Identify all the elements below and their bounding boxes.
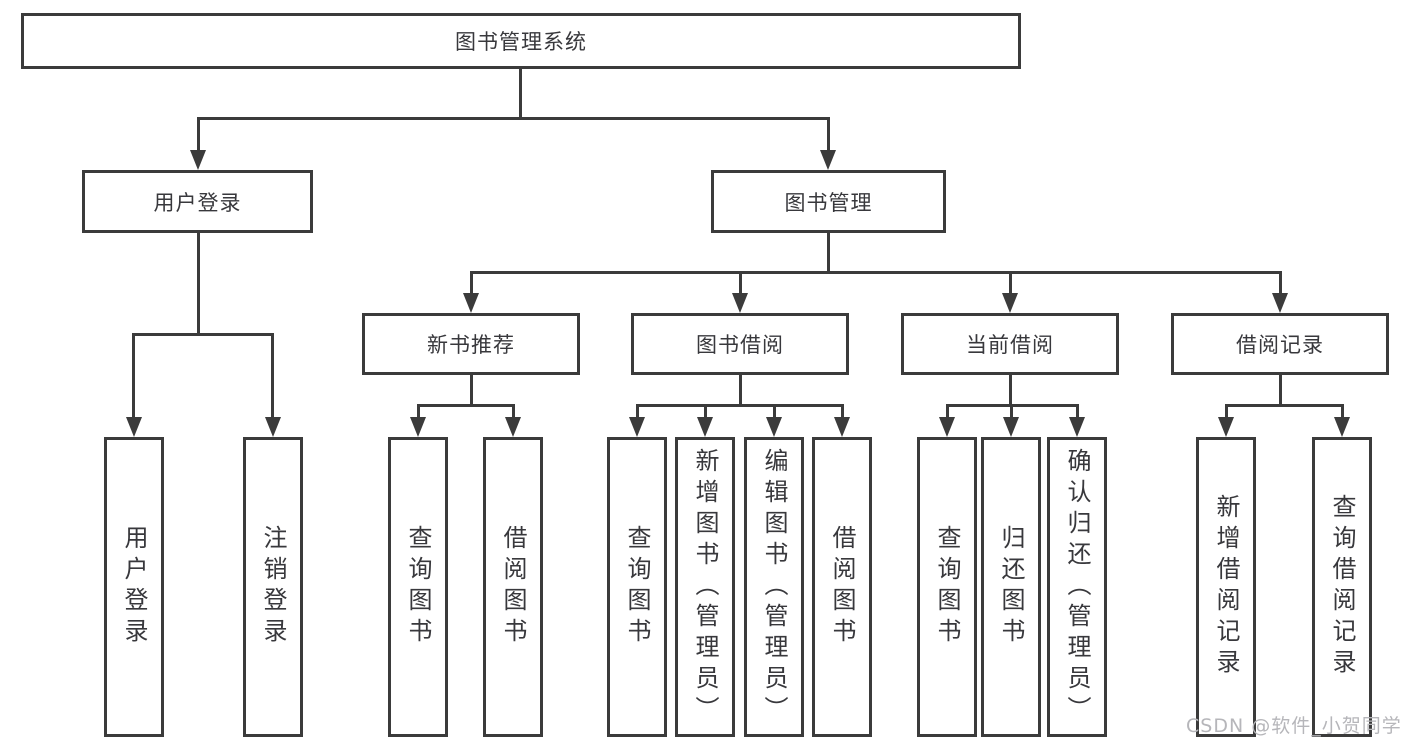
leaf-borrow-add-books-admin-label: 新增图书（管理员） (691, 447, 719, 727)
leaf-borrow-query-books-label: 查询图书 (623, 525, 651, 649)
leaf-borrow-edit-books-admin-label: 编辑图书（管理员） (760, 447, 788, 727)
node-new-book-recommend-label: 新书推荐 (427, 333, 515, 357)
arrowhead-to-cb-query (939, 417, 955, 437)
leaf-record-query-borrow-record-label: 查询借阅记录 (1328, 494, 1356, 680)
arrowhead-to-bb-edit (766, 417, 782, 437)
connector-record-drop-1 (1225, 404, 1228, 419)
leaf-record-add-borrow-record-label: 新增借阅记录 (1212, 494, 1240, 680)
arrowhead-to-cb-return (1003, 417, 1019, 437)
leaf-borrow-edit-books-admin: 编辑图书（管理员） (744, 437, 804, 737)
connector-newbook-stem (470, 375, 473, 407)
connector-current-drop-3 (1076, 404, 1079, 419)
connector-current-stem (1009, 375, 1012, 407)
leaf-logout: 注销登录 (243, 437, 303, 737)
connector-borrow-stem (739, 375, 742, 407)
arrowhead-to-bb-query (629, 417, 645, 437)
connector-current-drop-1 (946, 404, 949, 419)
arrowhead-to-nb-query (410, 417, 426, 437)
leaf-user-login-label: 用户登录 (120, 525, 148, 649)
arrowhead-to-bb-borrow (834, 417, 850, 437)
connector-root-drop-mgmt (827, 117, 830, 152)
connector-newbook-bar (417, 404, 515, 407)
connector-mgmt-drop-current (1009, 271, 1012, 295)
arrowhead-to-new-book (463, 293, 479, 313)
node-root-label: 图书管理系统 (455, 30, 587, 54)
arrowhead-to-borrow-record (1272, 293, 1288, 313)
connector-current-drop-2 (1010, 404, 1013, 419)
connector-borrow-drop-3 (773, 404, 776, 419)
leaf-current-return-books: 归还图书 (981, 437, 1041, 737)
connector-login-drop-2 (271, 333, 274, 419)
leaf-newbook-borrow-books: 借阅图书 (483, 437, 543, 737)
connector-mgmt-stem (827, 233, 830, 274)
leaf-record-add-borrow-record: 新增借阅记录 (1196, 437, 1256, 737)
connector-borrow-drop-4 (841, 404, 844, 419)
node-root-library-system: 图书管理系统 (21, 13, 1021, 69)
connector-mgmt-drop-record (1279, 271, 1282, 295)
leaf-current-confirm-return-admin-label: 确认归还（管理员） (1063, 447, 1091, 727)
arrowhead-to-br-query (1334, 417, 1350, 437)
arrowhead-to-leaf-user-login (126, 417, 142, 437)
leaf-record-query-borrow-record: 查询借阅记录 (1312, 437, 1372, 737)
arrowhead-to-book-mgmt (820, 150, 836, 170)
arrowhead-to-nb-borrow (505, 417, 521, 437)
arrowhead-to-br-add (1218, 417, 1234, 437)
connector-root-drop-login (197, 117, 200, 152)
arrowhead-to-bb-add (697, 417, 713, 437)
leaf-user-login: 用户登录 (104, 437, 164, 737)
arrowhead-to-book-borrow (732, 293, 748, 313)
node-book-management-label: 图书管理 (784, 190, 873, 215)
connector-mgmt-drop-borrow (739, 271, 742, 295)
connector-newbook-drop-1 (417, 404, 420, 419)
node-user-login: 用户登录 (82, 170, 313, 233)
connector-borrow-drop-1 (636, 404, 639, 419)
leaf-current-confirm-return-admin: 确认归还（管理员） (1047, 437, 1107, 737)
arrowhead-to-cb-confirm (1069, 417, 1085, 437)
leaf-borrow-query-books: 查询图书 (607, 437, 667, 737)
connector-root-bar (197, 117, 830, 120)
connector-root-stem (519, 69, 522, 120)
node-new-book-recommend: 新书推荐 (362, 313, 580, 375)
node-borrow-record-label: 借阅记录 (1236, 333, 1324, 357)
node-book-borrow: 图书借阅 (631, 313, 849, 375)
node-user-login-label: 用户登录 (153, 190, 242, 215)
leaf-borrow-add-books-admin: 新增图书（管理员） (675, 437, 735, 737)
node-borrow-record: 借阅记录 (1171, 313, 1389, 375)
node-book-borrow-label: 图书借阅 (696, 333, 784, 357)
node-current-borrow-label: 当前借阅 (966, 333, 1054, 357)
leaf-borrow-lend-books: 借阅图书 (812, 437, 872, 737)
connector-borrow-drop-2 (704, 404, 707, 419)
connector-record-bar (1225, 404, 1344, 407)
node-book-management: 图书管理 (711, 170, 946, 233)
node-current-borrow: 当前借阅 (901, 313, 1119, 375)
connector-newbook-drop-2 (512, 404, 515, 419)
arrowhead-to-user-login (190, 150, 206, 170)
connector-record-drop-2 (1341, 404, 1344, 419)
connector-mgmt-bar (470, 271, 1282, 274)
leaf-borrow-lend-books-label: 借阅图书 (828, 525, 856, 649)
arrowhead-to-current-borrow (1002, 293, 1018, 313)
leaf-newbook-borrow-books-label: 借阅图书 (499, 525, 527, 649)
connector-borrow-bar (636, 404, 844, 407)
connector-mgmt-drop-newbook (470, 271, 473, 295)
leaf-current-return-books-label: 归还图书 (997, 525, 1025, 649)
connector-login-bar (132, 333, 274, 336)
leaf-newbook-query-books: 查询图书 (388, 437, 448, 737)
leaf-newbook-query-books-label: 查询图书 (404, 525, 432, 649)
leaf-logout-label: 注销登录 (259, 525, 287, 649)
connector-login-stem (197, 233, 200, 336)
leaf-current-query-books-label: 查询图书 (933, 525, 961, 649)
arrowhead-to-leaf-logout (265, 417, 281, 437)
connector-login-drop-1 (132, 333, 135, 419)
connector-record-stem (1279, 375, 1282, 407)
leaf-current-query-books: 查询图书 (917, 437, 977, 737)
csdn-watermark: CSDN @软件_小贺同学 (1186, 715, 1402, 737)
